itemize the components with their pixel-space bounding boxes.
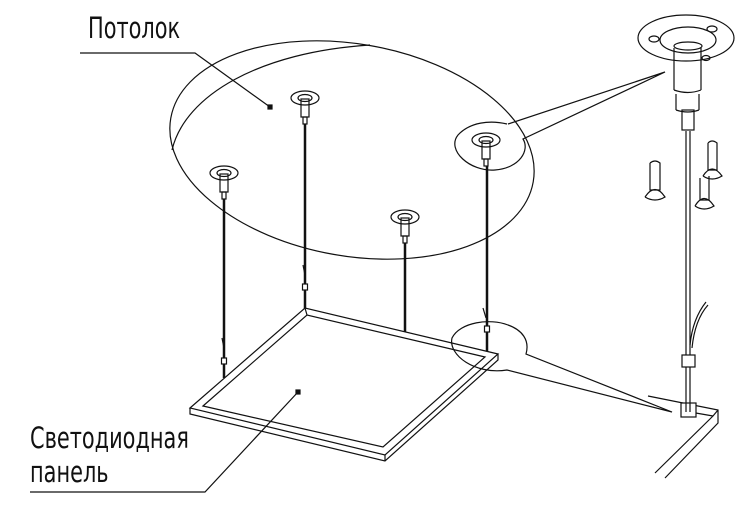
- led-panel: [188, 307, 500, 462]
- enlarged-ceiling-mount: [637, 14, 735, 405]
- ceiling-mount-3: [390, 209, 420, 332]
- panel-corner-detail-callout: [451, 321, 673, 413]
- panel-label-line2: панель: [30, 455, 109, 489]
- ceiling-ellipse: [169, 40, 535, 260]
- mount-detail-callout: [454, 71, 666, 171]
- ceiling-leader-dot: [267, 104, 273, 110]
- ceiling-label: Потолок: [88, 11, 181, 45]
- panel-leader-line: [30, 391, 299, 493]
- ceiling-mount-1: [290, 90, 320, 310]
- ceiling-mount-4: [471, 132, 501, 355]
- panel-leader-dot: [295, 389, 301, 395]
- screws: [644, 140, 723, 210]
- ceiling-leader-line: [80, 52, 271, 108]
- ceiling-mount-2: [209, 165, 239, 378]
- panel-label-line1: Светодиодная: [30, 421, 189, 455]
- enlarged-panel-corner: [647, 395, 719, 479]
